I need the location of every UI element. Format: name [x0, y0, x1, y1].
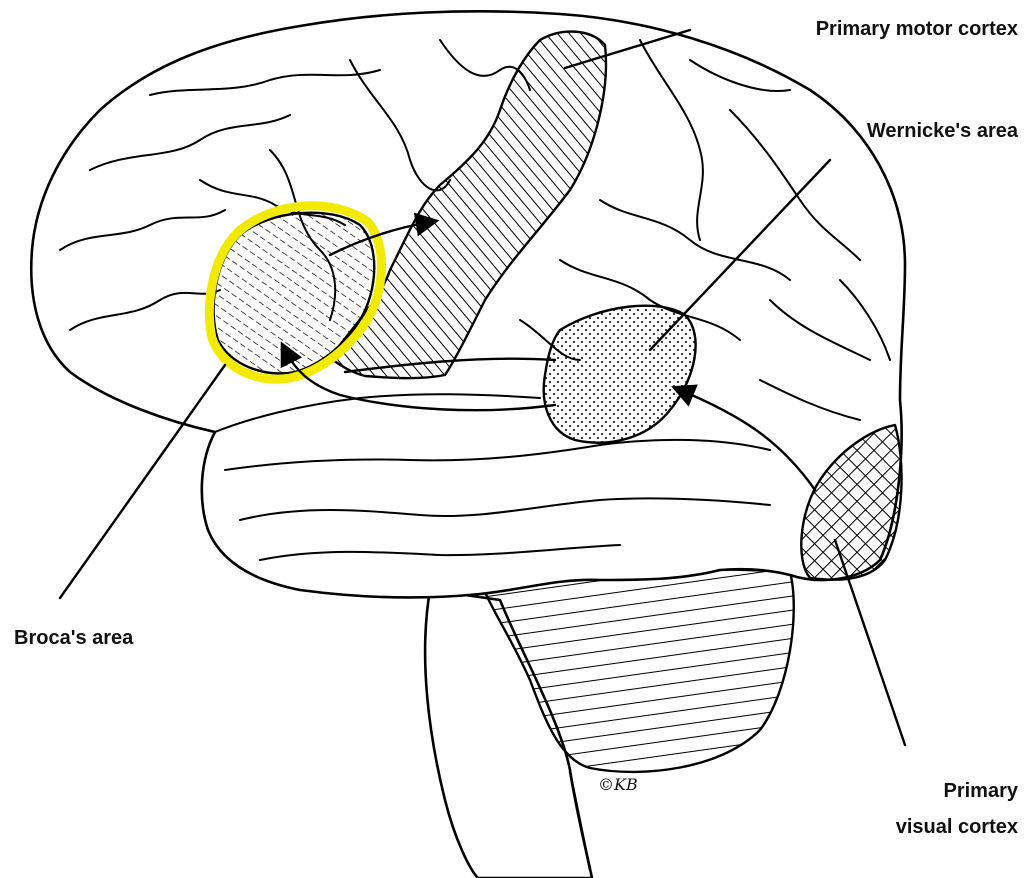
label-brocas-area: Broca's area — [14, 627, 134, 649]
label-visual-line2: visual cortex — [896, 816, 1018, 838]
label-visual-line1: Primary — [944, 780, 1019, 802]
artist-signature: ©KB — [598, 775, 638, 794]
label-primary-motor-cortex: Primary motor cortex — [816, 18, 1018, 40]
label-wernickes-area: Wernicke's area — [867, 120, 1019, 142]
